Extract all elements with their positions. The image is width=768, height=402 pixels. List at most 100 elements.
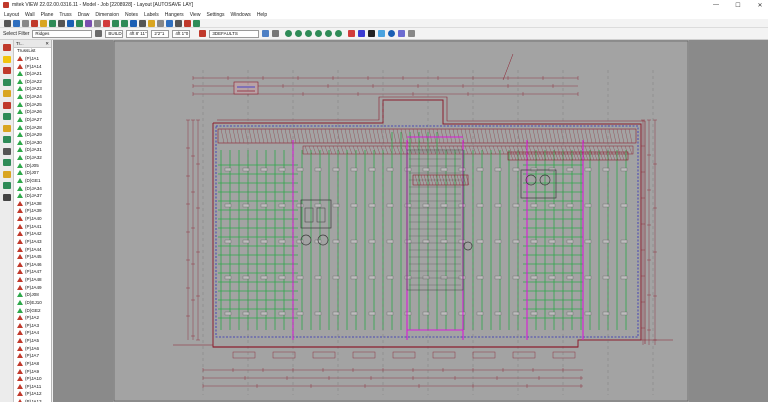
report-icon[interactable] xyxy=(398,30,406,37)
print-icon[interactable] xyxy=(262,30,270,37)
highlight-icon[interactable] xyxy=(348,30,356,37)
elevation-field-3[interactable]: 4ft 1"0 xyxy=(172,29,191,38)
copy-icon[interactable] xyxy=(67,19,74,27)
truss-list-item[interactable]: (P)JA46 xyxy=(14,260,51,268)
menu-windows[interactable]: Windows xyxy=(230,11,251,18)
truss-list-item[interactable]: (P)JA45 xyxy=(14,253,51,261)
tools-icon[interactable] xyxy=(408,30,416,37)
truss-list-item[interactable]: (D)J05 xyxy=(14,161,51,169)
open-icon[interactable] xyxy=(13,19,20,27)
web-icon[interactable] xyxy=(378,30,386,37)
menu-dimension[interactable]: Dimension xyxy=(95,11,119,18)
truss-list-item[interactable]: (D)J08 xyxy=(14,291,51,299)
truss-list-item[interactable]: (P)JA5 xyxy=(14,337,51,345)
truss-list-item[interactable]: (P)JA6 xyxy=(14,344,51,352)
zoom-out-icon[interactable] xyxy=(295,30,303,37)
info-icon[interactable] xyxy=(388,30,396,37)
truss-list-item[interactable]: (D)JA22 xyxy=(14,77,51,85)
bearing-icon[interactable] xyxy=(3,147,11,155)
new-icon[interactable] xyxy=(4,19,11,27)
view-icon[interactable] xyxy=(130,19,137,27)
select-tool-icon[interactable] xyxy=(3,55,11,63)
measure-icon[interactable] xyxy=(3,182,11,189)
delete-icon[interactable] xyxy=(3,193,11,201)
elevation-field-1[interactable]: 4ft 8' 11" xyxy=(126,29,149,38)
layout-icon[interactable] xyxy=(85,19,92,27)
truss-list-item[interactable]: (D)JA21 xyxy=(14,70,51,78)
paste-icon[interactable] xyxy=(76,19,83,27)
truss-list-item[interactable]: (P)JA42 xyxy=(14,230,51,238)
menu-view[interactable]: View xyxy=(189,11,201,18)
drawing-viewport[interactable] xyxy=(53,40,768,402)
truss-list-item[interactable]: (P)JA9 xyxy=(14,367,51,375)
truss-list-item[interactable]: (P)JA38 xyxy=(14,199,51,207)
menu-help[interactable]: Help xyxy=(256,11,268,18)
truss-tool-icon[interactable] xyxy=(3,78,11,86)
layer-dropdown[interactable]: BUILD xyxy=(105,29,124,38)
truss-list-item[interactable]: (D)GE2 xyxy=(14,306,51,314)
truss-list-item[interactable]: (D)GE1 xyxy=(14,177,51,185)
zoom-previous-icon[interactable] xyxy=(325,30,333,37)
truss-list-root[interactable]: TrussList xyxy=(17,48,36,53)
truss-list-item[interactable]: (P)JA41 xyxy=(14,222,51,230)
truss-list-item[interactable]: (P)JA4 xyxy=(14,329,51,337)
label-icon[interactable] xyxy=(3,124,11,132)
print-icon[interactable] xyxy=(31,19,38,27)
maximize-button[interactable]: ☐ xyxy=(735,2,741,9)
menu-truss[interactable]: Truss xyxy=(59,11,72,18)
light-icon[interactable] xyxy=(148,19,155,27)
truss-list-item[interactable]: (P)JA2 xyxy=(14,314,51,322)
elevation-field-2[interactable]: 2'2"1 xyxy=(151,29,170,38)
help-icon[interactable] xyxy=(193,19,200,27)
snap-icon[interactable] xyxy=(103,19,110,27)
truss-list-item[interactable]: (P)JA1 xyxy=(14,55,51,63)
truss-list-item[interactable]: (P)JA12 xyxy=(14,390,51,398)
truss-list-item[interactable]: (P)JA10 xyxy=(14,375,51,383)
grid-icon[interactable] xyxy=(94,19,101,27)
zoom-in-icon[interactable] xyxy=(285,30,293,37)
menu-labels[interactable]: Labels xyxy=(144,11,159,18)
undo-icon[interactable] xyxy=(40,19,47,27)
redraw-icon[interactable] xyxy=(121,19,128,27)
hide-icon[interactable] xyxy=(368,30,376,37)
truss-list-item[interactable]: (P)JA48 xyxy=(14,276,51,284)
menu-plane[interactable]: Plane xyxy=(40,11,54,18)
truss-layout-drawing[interactable] xyxy=(113,40,689,402)
truss-list-item[interactable]: (P)JA47 xyxy=(14,268,51,276)
truss-list-item[interactable]: (D)J07 xyxy=(14,169,51,177)
truss-list-item[interactable]: (P)JA14 xyxy=(14,62,51,70)
alert-icon[interactable] xyxy=(184,19,191,27)
measure-icon[interactable] xyxy=(157,19,164,27)
defaults-dropdown[interactable]: 3DEFAULTS xyxy=(209,29,260,38)
truss-list-item[interactable]: (P)JA39 xyxy=(14,207,51,215)
pitch-icon[interactable] xyxy=(199,30,207,37)
truss-list-item[interactable]: (P)JA11 xyxy=(14,382,51,390)
refresh-icon[interactable] xyxy=(112,19,119,27)
settings-icon[interactable] xyxy=(3,170,11,178)
zoom-window-icon[interactable] xyxy=(305,30,313,37)
pencil-icon[interactable] xyxy=(3,90,11,97)
menu-settings[interactable]: Settings xyxy=(206,11,225,18)
camera-icon[interactable] xyxy=(139,19,146,27)
menu-wall[interactable]: Wall xyxy=(25,11,35,18)
minimize-button[interactable]: — xyxy=(713,2,719,8)
truss-list-item[interactable]: (D)JA34 xyxy=(14,184,51,192)
truss-list-item[interactable]: (P)JA13 xyxy=(14,398,51,402)
hanger-icon[interactable] xyxy=(3,136,11,143)
note-icon[interactable] xyxy=(3,113,11,120)
menu-layout[interactable]: Layout xyxy=(4,11,20,18)
truss-list-item[interactable]: (D)JA31 xyxy=(14,146,51,154)
truss-list-item[interactable]: (D)JA29 xyxy=(14,131,51,139)
wall-tool-icon[interactable] xyxy=(3,44,11,51)
layout-sheet[interactable] xyxy=(113,40,689,402)
truss-list-item[interactable]: (P)JA3 xyxy=(14,321,51,329)
truss-list-item[interactable]: (P)JA49 xyxy=(14,283,51,291)
layers-icon[interactable] xyxy=(358,30,366,37)
truss-list-item[interactable]: (P)JA7 xyxy=(14,352,51,360)
menu-hangers[interactable]: Hangers xyxy=(164,11,184,18)
truss-list-item[interactable]: (D)JA30 xyxy=(14,138,51,146)
truss-list-item[interactable]: (P)JA40 xyxy=(14,215,51,223)
truss-list-item[interactable]: (D)JA25 xyxy=(14,100,51,108)
roof-plane-icon[interactable] xyxy=(3,67,11,74)
truss-list-item[interactable]: (D)EJ10 xyxy=(14,299,51,307)
